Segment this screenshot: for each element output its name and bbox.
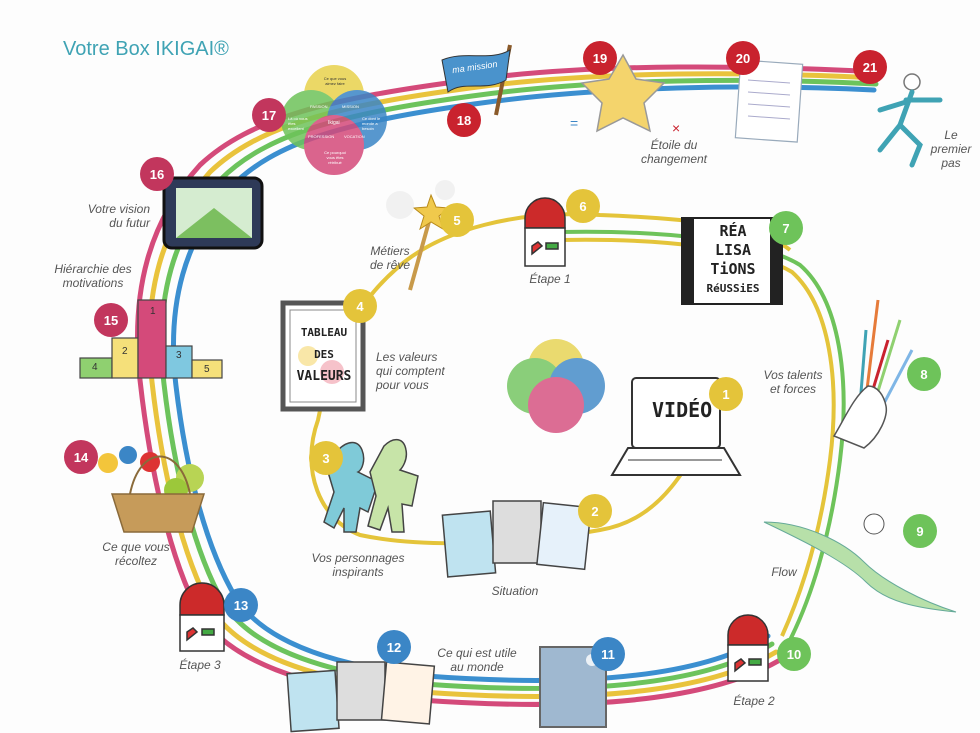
tableau-line-3: VALEURS <box>296 369 352 384</box>
step-badge-13: 13 <box>224 588 258 622</box>
achievements-film-strip <box>681 217 783 305</box>
talents-hand-arrows <box>832 299 914 449</box>
label-etape-1: Étape 1 <box>529 272 571 286</box>
step-badge-3: 3 <box>309 441 343 475</box>
center-venn <box>507 339 605 433</box>
venn-label-ikigai: Ikigai <box>328 120 340 126</box>
tableau-line-1: TABLEAU <box>300 326 348 339</box>
step-badge-1: 1 <box>709 377 743 411</box>
mailbox-stage-2 <box>727 614 769 682</box>
label-useful-world: Ce qui est utile au monde <box>437 646 517 674</box>
step-badge-6: 6 <box>566 189 600 223</box>
step-badge-19: 19 <box>583 41 617 75</box>
venn-label-good-at: Là où vous êtes excellent <box>288 116 308 131</box>
realisations-line-1: RÉA <box>719 222 747 240</box>
mailbox-stage-1 <box>524 197 566 267</box>
change-star: × = <box>570 53 680 136</box>
podium-3: 3 <box>176 350 182 361</box>
venn-label-world-needs: Ce dont le monde a besoin <box>362 116 381 131</box>
realisations-line-2: LISA <box>714 241 752 259</box>
step-badge-8: 8 <box>907 357 941 391</box>
values-board-frame <box>280 300 366 412</box>
podium-2: 2 <box>122 346 128 357</box>
future-vision-screen <box>162 176 264 250</box>
realisations-line-4: RéUSSiES <box>706 282 760 295</box>
label-harvest: Ce que vous récoltez <box>102 540 170 568</box>
label-inspiring-people: Vos personnages inspirants <box>311 551 405 579</box>
venn-label-paid-for: Ce pourquoi vous êtes rétribué <box>324 150 346 165</box>
step-badge-7: 7 <box>769 211 803 245</box>
step-badge-5: 5 <box>440 203 474 237</box>
step-badge-21: 21 <box>853 50 887 84</box>
label-star: Étoile du changement <box>640 138 708 166</box>
first-step-runner <box>877 73 943 168</box>
podium-1: 1 <box>150 306 156 317</box>
podium-5: 5 <box>204 364 210 375</box>
label-talents: Vos talents et forces <box>763 368 823 396</box>
label-dream-jobs: Métiers de rêve <box>369 244 411 272</box>
label-values: Les valeurs qui comptent pour vous <box>376 350 445 392</box>
mailbox-stage-3 <box>179 582 225 652</box>
step-badge-18: 18 <box>447 103 481 137</box>
label-flow: Flow <box>771 565 797 579</box>
mission-flag <box>441 44 512 116</box>
tableau-line-2: DES <box>314 348 334 361</box>
step-badge-4: 4 <box>343 289 377 323</box>
harvest-basket <box>98 446 206 533</box>
dream-jobs-wand <box>386 180 455 291</box>
step-badge-10: 10 <box>777 637 811 671</box>
step-badge-2: 2 <box>578 494 612 528</box>
motivation-podium <box>79 299 223 379</box>
venn-label-mission: MISSION <box>342 104 359 109</box>
label-motivations: Hiérarchie des motivations <box>54 262 132 290</box>
ikigai-venn-diagram <box>281 65 387 175</box>
laptop-illustration <box>610 377 742 476</box>
label-etape-3: Étape 3 <box>179 658 221 672</box>
svg-text:=: = <box>570 115 578 131</box>
step-badge-14: 14 <box>64 440 98 474</box>
svg-text:×: × <box>672 120 680 136</box>
step-badge-12: 12 <box>377 630 411 664</box>
step-badge-17: 17 <box>252 98 286 132</box>
ikigai-venn-labels: Ce que vous aimez faire PASSION MISSION … <box>282 70 386 170</box>
podium-4: 4 <box>92 362 98 373</box>
step-badge-15: 15 <box>94 303 128 337</box>
venn-label-passion: PASSION <box>310 104 328 109</box>
step-badge-11: 11 <box>591 637 625 671</box>
situation-cards <box>441 500 592 578</box>
label-vision: Votre vision du futur <box>87 202 150 230</box>
flow-winged-figure <box>763 513 957 613</box>
label-etape-2: Étape 2 <box>733 694 775 708</box>
step-badge-20: 20 <box>726 41 760 75</box>
tableau-text: TABLEAU DES VALEURS <box>292 322 356 388</box>
useful-cards <box>286 661 436 733</box>
label-first-step: Le premier pas <box>930 128 972 170</box>
venn-label-profession: PROFESSION <box>308 134 335 139</box>
venn-label-love: Ce que vous aimez faire <box>323 76 347 86</box>
realisations-text: RÉA LISA TiONS RéUSSiES <box>697 222 769 298</box>
step-badge-16: 16 <box>140 157 174 191</box>
video-screen-text: VIDÉO <box>652 398 713 422</box>
realisations-line-3: TiONS <box>710 260 756 278</box>
page-title: Votre Box IKIGAI® <box>63 38 229 60</box>
step-badge-9: 9 <box>903 514 937 548</box>
plan-document <box>734 59 804 143</box>
venn-label-vocation: VOCATION <box>344 134 365 139</box>
label-situation: Situation <box>491 584 539 598</box>
